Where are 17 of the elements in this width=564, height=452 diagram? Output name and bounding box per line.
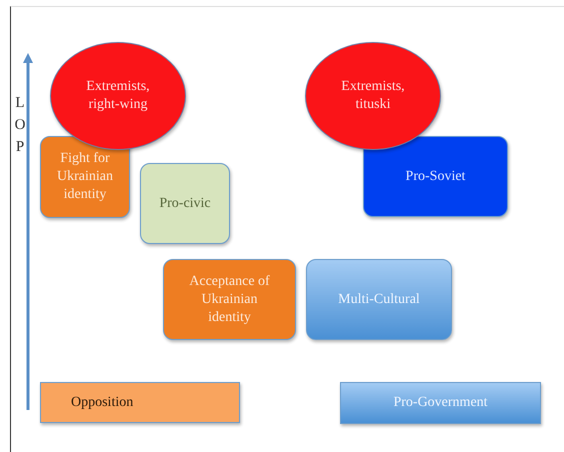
label-bar: [340, 382, 541, 424]
node-label: Acceptance of Ukrainian identity: [188, 272, 271, 326]
rounded-box: [140, 163, 230, 244]
rounded-box: [163, 259, 296, 340]
node-label: Fight for Ukrainian identity: [56, 150, 114, 204]
node-label: Pro-Government: [393, 394, 488, 412]
rounded-box: [363, 136, 508, 217]
rounded-box: [306, 259, 452, 340]
node-label: Pro-civic: [159, 194, 211, 212]
node-label: Multi-Cultural: [338, 290, 420, 308]
label-bar: [40, 382, 240, 423]
node-label: Extremists, tituski: [340, 78, 406, 114]
rounded-box: [40, 136, 130, 218]
node-label: Opposition: [71, 394, 134, 412]
node-label: Pro-Soviet: [406, 168, 466, 186]
axis-label: LOP: [14, 94, 26, 157]
node-label: Extremists, right-wing: [85, 78, 151, 114]
